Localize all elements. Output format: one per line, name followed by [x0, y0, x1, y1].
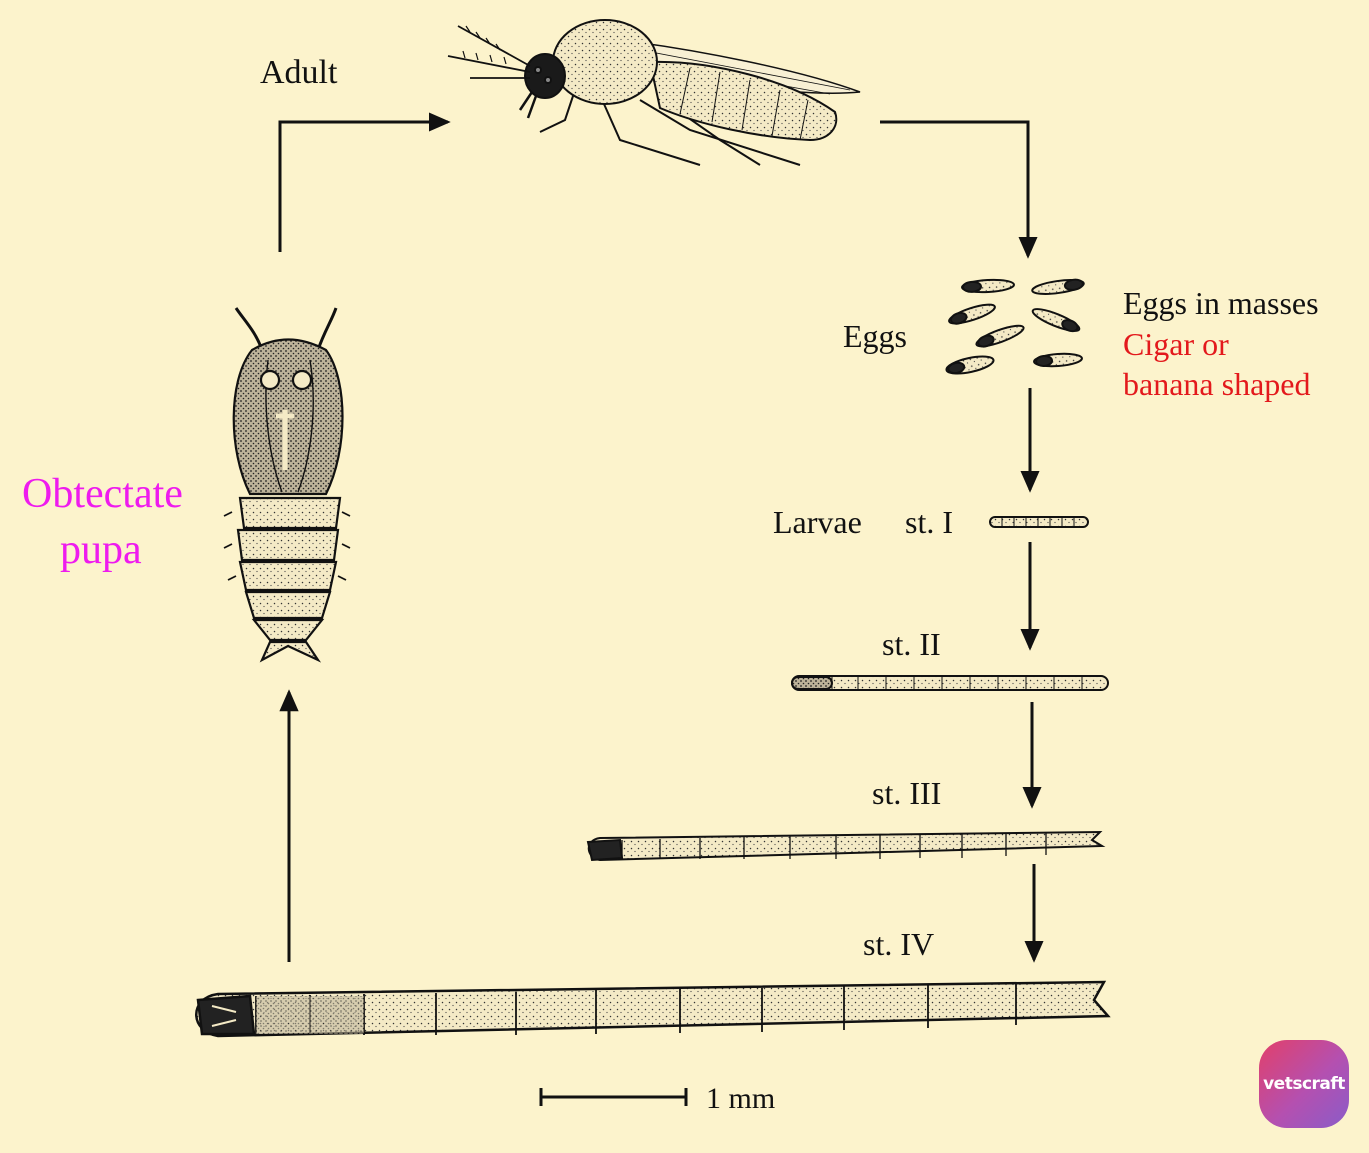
egg-icon [1031, 308, 1081, 333]
stage-3-label: st. III [872, 775, 942, 811]
larva-st3-icon [586, 830, 1106, 862]
stage-4-label: st. IV [863, 926, 935, 962]
pupa-icon [223, 307, 351, 663]
adult-label: Adult [260, 54, 338, 91]
egg-icon [1033, 352, 1083, 368]
arrow-pupa-to-adult [278, 112, 451, 252]
vetscraft-logo: vetscraft [1259, 1040, 1349, 1128]
egg-icon [948, 303, 996, 325]
eggs-label: Eggs [843, 318, 907, 354]
larva-st2-icon [791, 675, 1109, 691]
cycle-arrows [278, 112, 1044, 963]
scale-label: 1 mm [706, 1082, 776, 1115]
pupa-label-line2: pupa [60, 527, 142, 573]
scale-bar-icon [539, 1088, 688, 1106]
pupa-label-line1: Obtectate [22, 471, 183, 517]
egg-icon [945, 355, 995, 375]
eggs-note-shape-line1: Cigar or [1123, 326, 1229, 362]
arrow-adult-to-eggs [880, 120, 1038, 259]
egg-mass [945, 278, 1085, 375]
egg-icon [1031, 278, 1085, 295]
larvae-label: Larvae [773, 504, 862, 540]
brand-name: vetscraft [1263, 1074, 1345, 1094]
egg-icon [961, 278, 1015, 294]
egg-icon [975, 324, 1025, 348]
midge-adult-icon [447, 19, 861, 166]
stage-2-label: st. II [882, 626, 941, 662]
eggs-note-shape-line2: banana shaped [1123, 366, 1311, 402]
stage-1-label: st. I [905, 504, 953, 540]
eggs-note-masses: Eggs in masses [1123, 285, 1319, 321]
larva-st4-icon [195, 980, 1111, 1038]
larva-st1-icon [989, 516, 1089, 528]
